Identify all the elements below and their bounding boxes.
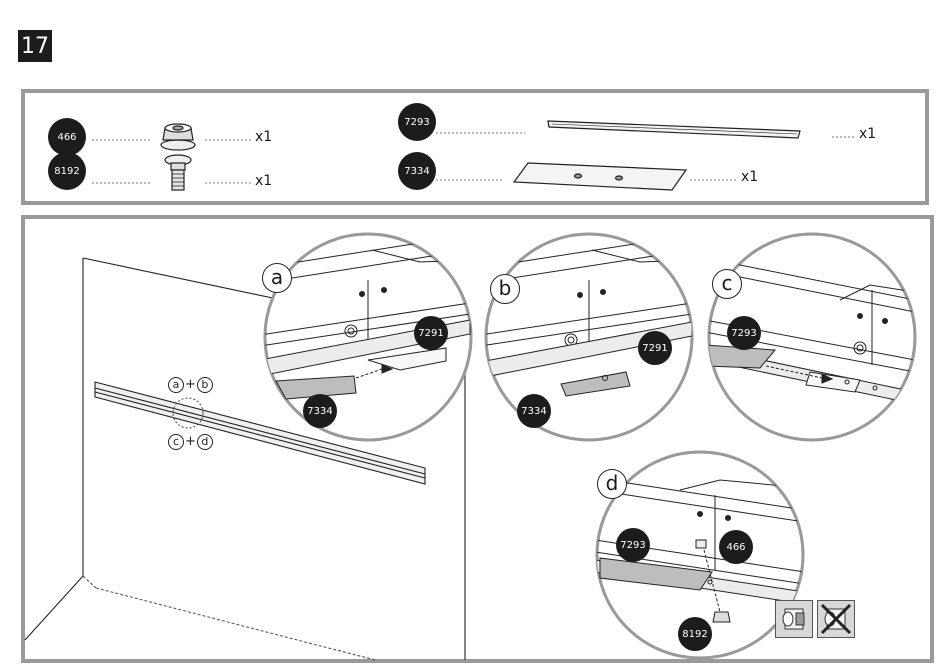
detail-label-c: c [712,269,742,299]
detail-b-badge-7291: 7291 [638,331,672,365]
detail-a-badge-7334: 7334 [303,394,337,428]
correct-assembly-icon [775,600,813,638]
detail-d-badge-8192: 8192 [678,617,712,651]
overview-label-a-b: a+b [167,377,214,393]
detail-c-badge-7293: 7293 [727,316,761,350]
detail-label-d: d [597,469,627,499]
detail-d-badge-466: 466 [719,530,753,564]
detail-d-badge-7293: 7293 [616,528,650,562]
incorrect-assembly-icon [817,600,855,638]
detail-a-badge-7291: 7291 [414,316,448,350]
overview-label-c-d: c+d [167,434,214,450]
detail-b-badge-7334: 7334 [517,394,551,428]
detail-label-b: b [490,274,520,304]
detail-label-a: a [262,263,292,293]
